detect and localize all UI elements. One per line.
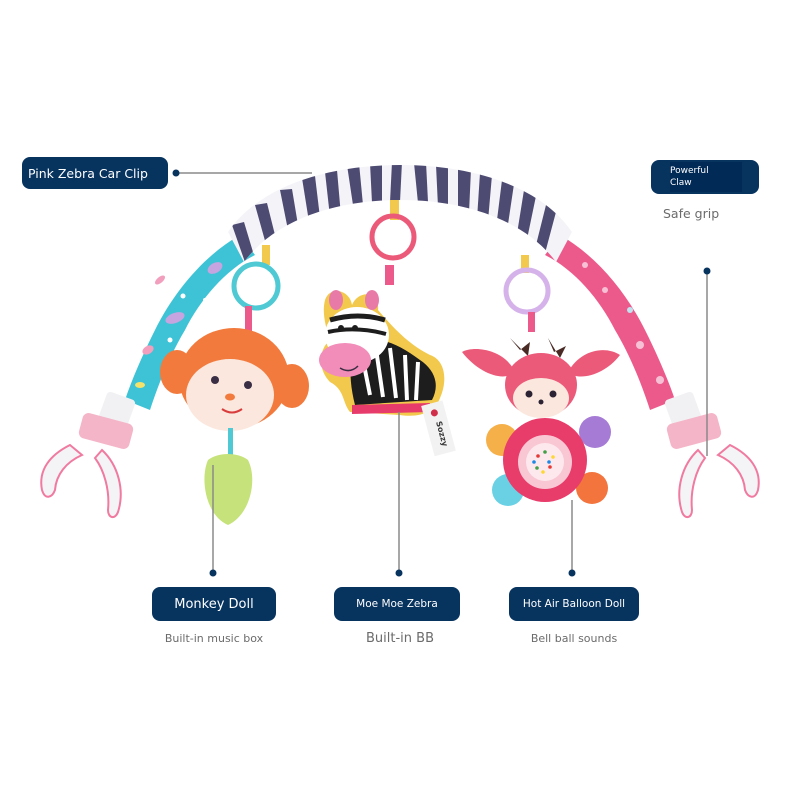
dot-icon <box>703 267 711 275</box>
zebra-arch <box>228 165 572 262</box>
label-text: Moe Moe Zebra <box>356 598 438 610</box>
label-pink-zebra-car-clip: Pink Zebra Car Clip <box>22 157 168 189</box>
label-line-1: Powerful <box>670 166 709 176</box>
caption-built-in-bb: Built-in BB <box>366 631 434 646</box>
connector-dots <box>172 169 711 577</box>
label-moe-moe-zebra: Moe Moe Zebra <box>334 587 460 621</box>
dot-icon <box>395 569 403 577</box>
label-text: Pink Zebra Car Clip <box>28 165 148 181</box>
dot-icon <box>172 169 180 177</box>
left-claw <box>40 391 136 518</box>
label-hot-air-balloon-doll: Hot Air Balloon Doll <box>509 587 639 621</box>
hot-air-balloon-doll-toy <box>462 255 620 506</box>
label-powerful-claw: Powerful Claw <box>651 160 759 194</box>
label-line-2: Claw <box>670 178 692 188</box>
dot-icon <box>568 569 576 577</box>
label-text: Hot Air Balloon Doll <box>522 598 626 610</box>
label-text: Monkey Doll <box>174 596 254 612</box>
zebra-toy <box>319 200 445 416</box>
right-claw <box>664 391 760 518</box>
left-arm <box>125 235 255 410</box>
caption-safe-grip: Safe grip <box>663 206 720 221</box>
caption-music-box: Built-in music box <box>164 632 264 645</box>
dot-icon <box>209 569 217 577</box>
ladybug-icon <box>430 409 438 417</box>
right-arm <box>545 235 675 410</box>
label-monkey-doll: Monkey Doll <box>152 587 276 621</box>
monkey-doll-toy <box>160 245 309 525</box>
connectors <box>176 172 708 573</box>
brand-tag <box>421 400 456 457</box>
label-text: Powerful Claw <box>670 162 742 192</box>
caption-bell-ball-sounds: Bell ball sounds <box>530 632 618 645</box>
